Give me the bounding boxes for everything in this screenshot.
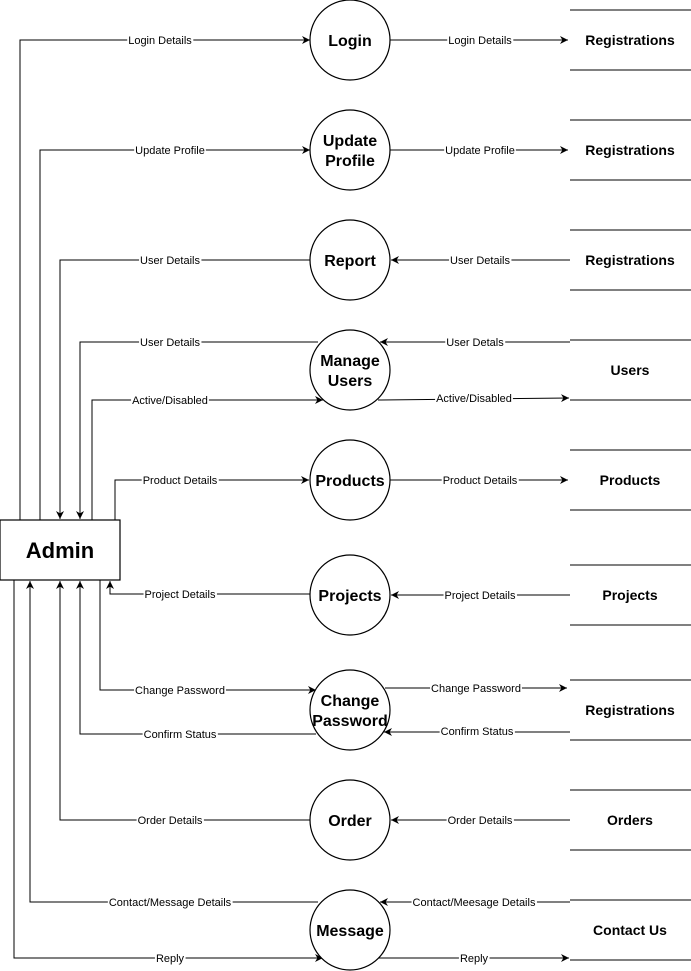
flow-label-bg-f10: [435, 393, 513, 405]
data-store-label-s_users: Users: [611, 362, 650, 378]
data-store-label-s_contact: Contact Us: [593, 922, 667, 938]
process-message: [309, 889, 391, 971]
flow-label-bg-f8: [445, 337, 506, 349]
flow-label-bg-f19: [136, 815, 204, 827]
flow-label-f9: Active/Disabled: [132, 395, 208, 407]
flow-label-bg-f3: [134, 145, 206, 157]
flow-label-bg-f21: [107, 897, 233, 909]
flow-label-bg-f16: [430, 683, 522, 695]
flow-label-bg-f17: [142, 729, 218, 741]
process-manage: [309, 329, 391, 411]
flow-arrow-f9: [91, 396, 323, 520]
flow-label-bg-f23: [154, 953, 186, 965]
data-store-s_contact: Contact Us: [570, 899, 691, 961]
flow-label-bg-f7: [139, 337, 202, 349]
flow-label-f4: Update Profile: [445, 145, 515, 157]
data-store-label-s_login: Registrations: [585, 32, 675, 48]
flow-label-f24: Reply: [460, 953, 489, 965]
process-report: [309, 219, 391, 301]
data-store-s_login: Registrations: [570, 9, 691, 71]
flow-label-f22: Contact/Meesage Details: [413, 897, 536, 909]
flow-label-bg-f2: [447, 35, 514, 47]
flow-label-f12: Product Details: [443, 475, 518, 487]
data-store-label-s_report: Registrations: [585, 252, 675, 268]
flow-label-f13: Project Details: [145, 589, 216, 601]
data-store-s_report: Registrations: [570, 229, 691, 291]
process-products: [309, 439, 391, 521]
process-label-message: Message: [316, 923, 384, 940]
flow-label-f2: Login Details: [448, 35, 512, 47]
flow-label-f5: User Details: [140, 255, 200, 267]
process-changepw: [309, 669, 391, 751]
flow-arrow-f15: [99, 580, 316, 694]
flow-label-bg-f4: [444, 145, 516, 157]
flow-arrow-f21: [26, 581, 318, 903]
process-update: [309, 109, 391, 191]
flow-label-f14: Project Details: [445, 590, 516, 602]
flow-label-f6: User Details: [450, 255, 510, 267]
flow-label-bg-f9: [131, 395, 209, 407]
process-projects: [309, 554, 391, 636]
data-store-s_projects: Projects: [570, 564, 691, 626]
data-store-s_changepw: Registrations: [570, 679, 691, 741]
entity-admin: [0, 519, 121, 581]
flow-label-f11: Product Details: [143, 475, 218, 487]
flow-arrow-f5: [56, 259, 310, 519]
process-order: [309, 779, 391, 861]
flow-label-bg-f14: [443, 590, 517, 602]
flow-label-bg-f20: [446, 815, 514, 827]
flow-label-bg-f5: [139, 255, 202, 267]
flow-label-f18: Confirm Status: [441, 726, 514, 738]
flow-arrow-f3: [39, 146, 310, 520]
flow-label-f23: Reply: [156, 953, 185, 965]
flow-arrow-f19: [56, 581, 310, 821]
flow-label-bg-f18: [439, 726, 515, 738]
flow-label-f1: Login Details: [128, 35, 192, 47]
flow-label-f7: User Details: [140, 337, 200, 349]
flow-label-bg-f15: [134, 685, 226, 697]
process-label-login: Login: [328, 33, 372, 50]
flow-label-bg-f22: [411, 897, 537, 909]
flow-arrow-f1: [19, 36, 310, 520]
flow-arrow-f17: [76, 581, 316, 735]
data-store-s_products: Products: [570, 449, 691, 511]
data-store-label-s_orders: Orders: [607, 812, 653, 828]
flow-label-f20: Order Details: [448, 815, 513, 827]
data-store-label-s_changepw: Registrations: [585, 702, 675, 718]
flow-label-f17: Confirm Status: [144, 729, 217, 741]
data-store-label-s_products: Products: [600, 472, 661, 488]
data-store-label-s_update: Registrations: [585, 142, 675, 158]
flow-label-f3: Update Profile: [135, 145, 205, 157]
flow-arrow-f11: [114, 476, 309, 520]
flow-label-bg-f11: [141, 475, 219, 487]
data-store-s_update: Registrations: [570, 119, 691, 181]
data-store-label-s_projects: Projects: [602, 587, 657, 603]
entity-admin-label: Admin: [26, 538, 94, 563]
flow-label-f16: Change Password: [431, 683, 521, 695]
flow-label-f10: Active/Disabled: [436, 393, 512, 405]
flow-arrow-f13: [106, 581, 310, 595]
flow-arrow-f7: [76, 341, 318, 519]
process-label-report: Report: [324, 253, 376, 270]
flow-label-bg-f1: [127, 35, 194, 47]
process-label-order: Order: [328, 813, 372, 830]
data-store-s_users: Users: [570, 339, 691, 401]
flow-label-bg-f13: [143, 589, 217, 601]
process-login: [309, 0, 391, 81]
flow-arrow-f23: [13, 580, 323, 962]
flow-label-bg-f6: [449, 255, 512, 267]
process-label-products: Products: [315, 473, 384, 490]
data-store-s_orders: Orders: [570, 789, 691, 851]
flow-label-f19: Order Details: [138, 815, 203, 827]
process-label-projects: Projects: [318, 588, 381, 605]
flow-label-f21: Contact/Message Details: [109, 897, 232, 909]
flow-label-f8: User Detals: [446, 337, 504, 349]
flow-label-bg-f24: [458, 953, 490, 965]
flow-label-bg-f12: [441, 475, 519, 487]
flow-label-f15: Change Password: [135, 685, 225, 697]
